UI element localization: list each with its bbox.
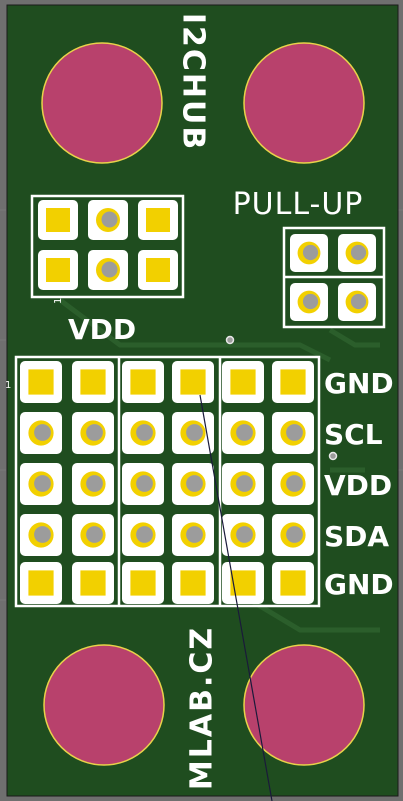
round-pad-icon bbox=[272, 412, 314, 454]
square-pad-icon bbox=[272, 361, 314, 403]
vias bbox=[225, 335, 338, 461]
square-pad-icon bbox=[138, 250, 178, 290]
round-pad-icon bbox=[88, 250, 128, 290]
mounting-hole-icon bbox=[41, 42, 163, 164]
round-pad-icon bbox=[172, 463, 214, 505]
square-pad-icon bbox=[38, 200, 78, 240]
round-pad-icon bbox=[72, 514, 114, 556]
main-header-block bbox=[14, 355, 321, 608]
row-label-scl: SCL bbox=[324, 418, 383, 451]
pullup-jumper-block bbox=[282, 226, 386, 329]
vdd-jumper-label: VDD bbox=[68, 313, 136, 346]
row-label-vdd: VDD bbox=[324, 469, 392, 502]
round-pad-icon bbox=[290, 234, 328, 272]
mounting-holes bbox=[41, 42, 365, 766]
main-header-outline bbox=[14, 355, 321, 608]
round-pad-icon bbox=[88, 200, 128, 240]
round-pad-icon bbox=[222, 514, 264, 556]
round-pad-icon bbox=[122, 463, 164, 505]
square-pad-icon bbox=[172, 562, 214, 604]
mounting-hole-icon bbox=[43, 644, 165, 766]
vdd-jumper-outline bbox=[30, 194, 185, 299]
row-label-gnd: GND bbox=[324, 367, 394, 400]
round-pad-icon bbox=[338, 283, 376, 321]
square-pad-icon bbox=[122, 562, 164, 604]
copper-traces bbox=[58, 298, 380, 633]
round-pad-icon bbox=[72, 463, 114, 505]
square-pad-icon bbox=[222, 361, 264, 403]
row-label-sda: SDA bbox=[324, 520, 389, 553]
square-pad-icon bbox=[172, 361, 214, 403]
round-pad-icon bbox=[172, 514, 214, 556]
round-pad-icon bbox=[20, 412, 62, 454]
round-pad-icon bbox=[172, 412, 214, 454]
round-pad-icon bbox=[272, 514, 314, 556]
brand-label: MLAB.CZ bbox=[185, 626, 220, 790]
via-icon bbox=[225, 335, 235, 345]
ratsnest-line bbox=[199, 394, 273, 801]
round-pad-icon bbox=[222, 412, 264, 454]
square-pad-icon bbox=[20, 562, 62, 604]
round-pad-icon bbox=[338, 234, 376, 272]
board-title: I2CHUB bbox=[176, 13, 211, 151]
pin1-marker: 1 bbox=[53, 298, 64, 304]
round-pad-icon bbox=[20, 463, 62, 505]
pullup-label: PULL-UP bbox=[233, 187, 364, 222]
mounting-hole-icon bbox=[243, 42, 365, 164]
square-pad-icon bbox=[138, 200, 178, 240]
row-label-gnd: GND bbox=[324, 568, 394, 601]
square-pad-icon bbox=[122, 361, 164, 403]
vdd-jumper-block bbox=[30, 194, 185, 299]
round-pad-icon bbox=[122, 514, 164, 556]
round-pad-icon bbox=[72, 412, 114, 454]
round-pad-icon bbox=[222, 463, 264, 505]
square-pad-icon bbox=[272, 562, 314, 604]
via-icon bbox=[328, 451, 338, 461]
round-pad-icon bbox=[20, 514, 62, 556]
round-pad-icon bbox=[290, 283, 328, 321]
square-pad-icon bbox=[20, 361, 62, 403]
mounting-hole-icon bbox=[243, 644, 365, 766]
pin1-marker-side: 1 bbox=[5, 380, 11, 391]
square-pad-icon bbox=[72, 361, 114, 403]
round-pad-icon bbox=[272, 463, 314, 505]
round-pad-icon bbox=[122, 412, 164, 454]
square-pad-icon bbox=[222, 562, 264, 604]
square-pad-icon bbox=[72, 562, 114, 604]
square-pad-icon bbox=[38, 250, 78, 290]
